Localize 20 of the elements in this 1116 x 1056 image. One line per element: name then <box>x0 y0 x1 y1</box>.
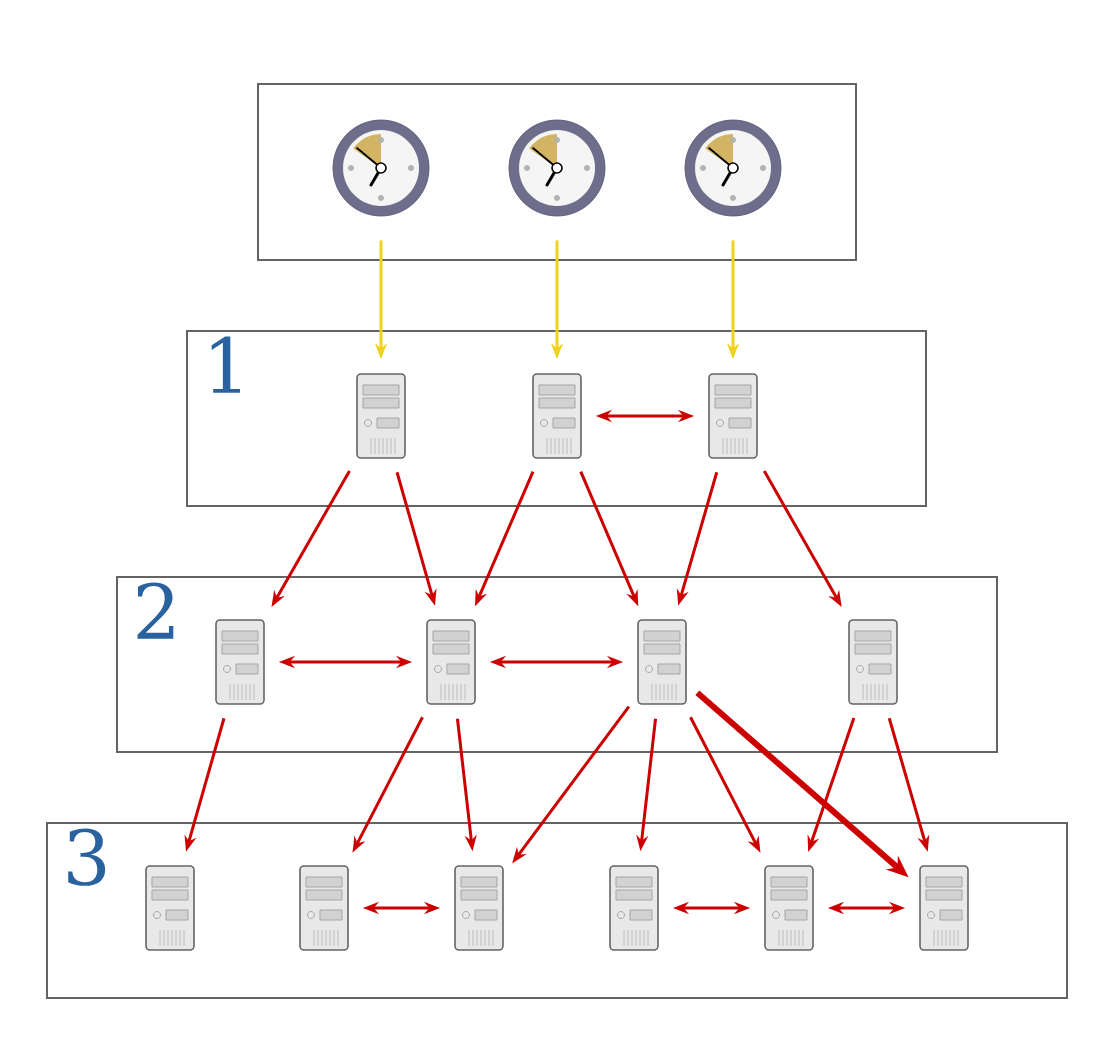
server-icon <box>764 865 814 951</box>
server-icon <box>848 619 898 705</box>
server-icon <box>454 865 504 951</box>
stratum-number: 1 <box>211 336 240 393</box>
stratum-number: 3 <box>68 828 106 886</box>
stratum-box <box>257 83 857 261</box>
server-icon <box>215 619 265 705</box>
stratum-number: 2 <box>137 582 174 639</box>
server-icon <box>532 373 582 459</box>
server-icon <box>919 865 969 951</box>
server-icon <box>708 373 758 459</box>
server-icon <box>426 619 476 705</box>
clock-icon <box>684 119 782 217</box>
clock-icon <box>332 119 430 217</box>
server-icon <box>145 865 195 951</box>
server-icon <box>356 373 406 459</box>
server-icon <box>609 865 659 951</box>
clock-icon <box>508 119 606 217</box>
server-icon <box>299 865 349 951</box>
server-icon <box>637 619 687 705</box>
